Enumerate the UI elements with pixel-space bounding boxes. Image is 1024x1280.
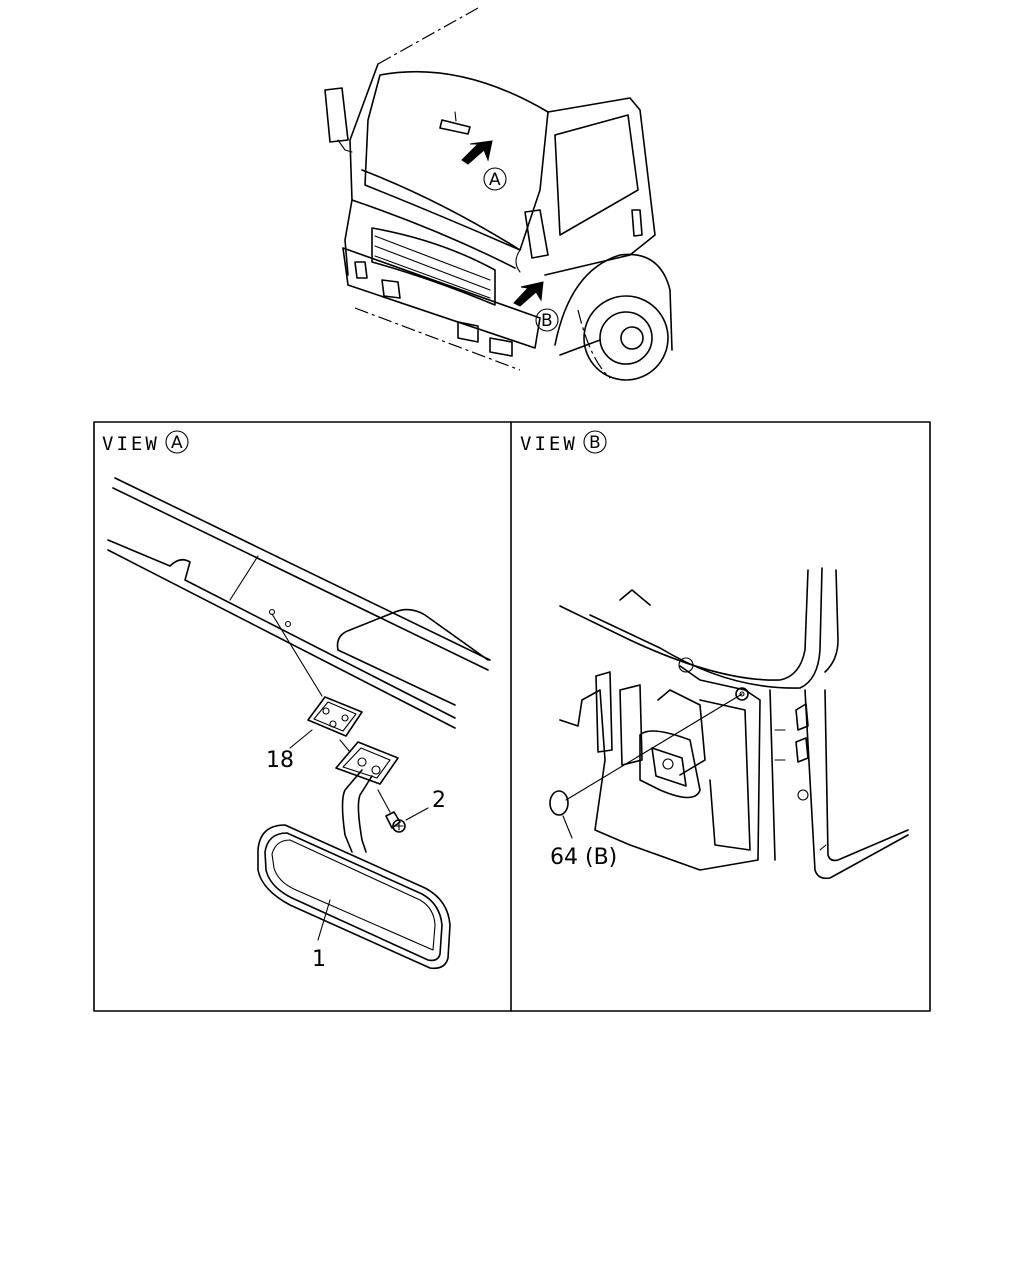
overview-marker-b: B <box>541 311 553 331</box>
callout-1: 1 <box>312 947 326 972</box>
overview-marker-a: A <box>489 170 501 190</box>
view-b-letter: B <box>589 433 601 453</box>
view-b-panel: VIEW B 64 (B) <box>520 430 909 880</box>
callout-2: 2 <box>432 788 446 813</box>
views-frame <box>93 421 931 1012</box>
view-a-panel: VIEW A 18 <box>102 430 491 972</box>
view-a-title: VIEW <box>102 433 160 455</box>
callout-64b: 64 (B) <box>550 845 617 870</box>
callout-18: 18 <box>266 748 294 773</box>
view-a-letter: A <box>171 433 183 453</box>
view-b-title: VIEW <box>520 433 578 455</box>
truck-overview: A B <box>324 7 673 381</box>
